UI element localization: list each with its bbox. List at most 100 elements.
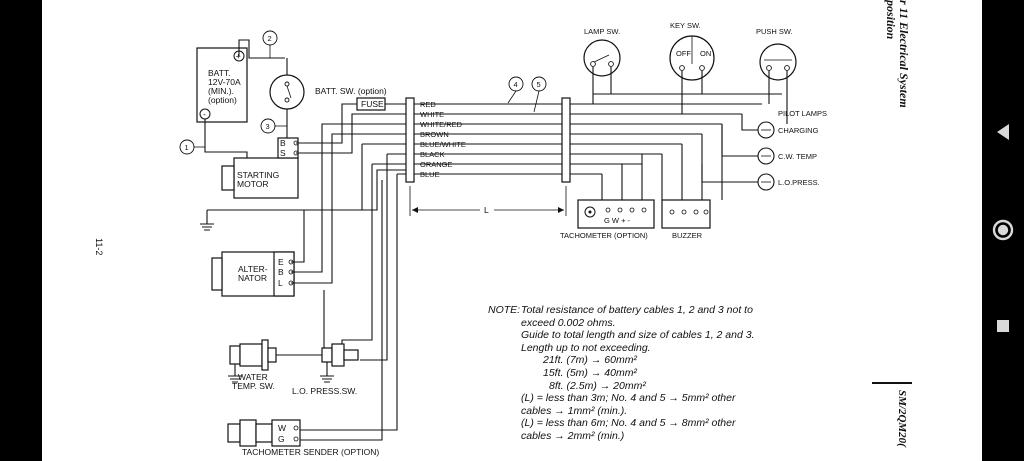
svg-text:G W + -: G W + -: [604, 216, 631, 225]
wire-label: ORANGE: [420, 160, 453, 169]
back-button[interactable]: [989, 118, 1017, 146]
starting-motor-label: MOTOR: [237, 179, 268, 189]
note-line: (L) = less than 3m; No. 4 and 5 → 5mm² o…: [521, 392, 736, 405]
page-number: 11-2: [94, 238, 104, 256]
svg-text:L.O. PRESS.SW.: L.O. PRESS.SW.: [292, 386, 357, 396]
harness-wires: [385, 103, 762, 175]
svg-text:PUSH SW.: PUSH SW.: [756, 27, 793, 36]
note-line: 21ft. (7m) → 60mm²: [543, 354, 637, 367]
length-dimension: L: [409, 186, 567, 216]
side-manual-code: SM/2QM20(: [896, 390, 908, 447]
home-button[interactable]: [989, 216, 1017, 244]
connector-left: [405, 97, 415, 183]
side-divider: [872, 382, 912, 384]
svg-text:1: 1: [185, 143, 189, 152]
pilot-lamps-title: PILOT LAMPS: [778, 109, 827, 118]
alternator-label: NATOR: [238, 273, 267, 283]
tachometer-label: TACHOMETER (OPTION): [560, 231, 648, 240]
back-icon: [997, 124, 1009, 140]
svg-text:LAMP SW.: LAMP SW.: [584, 27, 620, 36]
svg-text:L: L: [484, 205, 489, 215]
wire-label: RED: [420, 100, 436, 109]
battery-label-line: (MIN.).: [208, 86, 234, 96]
note-line: exceed 0.002 ohms.: [521, 316, 616, 329]
starting-motor-label: STARTING: [237, 170, 279, 180]
note-line: Total resistance of battery cables 1, 2 …: [521, 304, 753, 316]
battery-label-line: BATT.: [208, 68, 231, 78]
note-line: 15ft. (5m) → 40mm²: [543, 366, 637, 379]
svg-text:ON: ON: [700, 49, 711, 58]
callout-1: 1: [179, 139, 205, 155]
wire-label: BLUE/WHITE: [420, 140, 466, 149]
alternator-label: ALTER-: [238, 264, 268, 274]
svg-text:KEY SW.: KEY SW.: [670, 21, 701, 30]
note-line: Guide to total length and size of cables…: [521, 329, 755, 342]
svg-text:C.W. TEMP: C.W. TEMP: [778, 152, 817, 161]
water-temp-switch: WATER TEMP. SW.: [228, 339, 277, 391]
lamp-switch: LAMP SW.: [583, 27, 642, 104]
svg-text:3: 3: [266, 122, 270, 131]
note-head: NOTE:: [488, 304, 521, 316]
svg-text:CHARGING: CHARGING: [778, 126, 819, 135]
svg-text:5: 5: [537, 80, 541, 89]
side-chapter-title: r 11 Electrical System position: [884, 0, 911, 108]
svg-text:FUSE: FUSE: [361, 99, 384, 109]
tachometer: G W + - TACHOMETER (OPTION): [560, 199, 655, 240]
push-switch: PUSH SW.: [756, 27, 797, 124]
svg-text:W: W: [278, 423, 286, 433]
callout-5: 5: [531, 76, 547, 113]
battery-label-line: 12V-70A: [208, 77, 241, 87]
callout-2: 2: [262, 30, 278, 58]
tachometer-sender-label: TACHOMETER SENDER (OPTION): [242, 447, 379, 457]
manual-page: + - BATT. 12V-70A (MIN.). (option) 1 2 3…: [42, 0, 982, 461]
note-line: 8ft. (2.5m) → 20mm²: [549, 379, 646, 392]
navigation-bar: [982, 0, 1024, 461]
key-switch: KEY SW. OFF ON: [669, 21, 715, 114]
note-line: Length up to not exceeding.: [521, 341, 651, 354]
lo-press-switch: L.O. PRESS.SW.: [292, 343, 359, 396]
battery-plus: +: [236, 51, 241, 61]
alternator: ALTER- NATOR E B L: [211, 251, 295, 297]
pilot-lamp-charging: CHARGING: [757, 121, 819, 139]
starter-terminal-s: S: [280, 148, 286, 158]
ground-symbol: [200, 210, 214, 231]
wire-label: BROWN: [420, 130, 449, 139]
starter-terminal-b: B: [280, 138, 286, 148]
buzzer-label: BUZZER: [672, 231, 703, 240]
battery-switch-label: BATT. SW. (option): [315, 86, 387, 96]
battery-minus: -: [203, 109, 206, 119]
note-line: cables → 1mm² (min.).: [521, 404, 628, 417]
svg-text:L.O.PRESS.: L.O.PRESS.: [778, 178, 820, 187]
pilot-lamp-lo-press: L.O.PRESS.: [757, 173, 820, 191]
wire-label: BLACK: [420, 150, 445, 159]
alternator-terminal-l: L: [278, 278, 283, 288]
svg-text:OFF: OFF: [676, 49, 691, 58]
note-line: (L) = less than 6m; No. 4 and 5 → 8mm² o…: [521, 417, 736, 430]
note-line: cables → 2mm² (min.): [521, 429, 625, 442]
svg-text:TEMP. SW.: TEMP. SW.: [232, 381, 275, 391]
svg-text:G: G: [278, 434, 285, 444]
svg-text:4: 4: [514, 80, 518, 89]
home-icon: [992, 219, 1014, 241]
callout-3: 3: [260, 118, 287, 134]
tachometer-sender: W G TACHOMETER SENDER (OPTION): [227, 419, 379, 457]
wiring-diagram: + - BATT. 12V-70A (MIN.). (option) 1 2 3…: [179, 21, 827, 457]
fuse: FUSE: [356, 97, 386, 111]
callout-4: 4: [507, 76, 524, 104]
connector-right: [561, 97, 571, 183]
wire-label: WHITE/RED: [420, 120, 463, 129]
recents-button[interactable]: [989, 312, 1017, 340]
wire-labels: RED WHITE WHITE/RED BROWN BLUE/WHITE BLA…: [420, 100, 466, 179]
wire-label: BLUE: [420, 170, 440, 179]
wire-label: WHITE: [420, 110, 444, 119]
battery: + - BATT. 12V-70A (MIN.). (option): [196, 47, 248, 123]
recents-icon: [997, 320, 1009, 332]
alternator-terminal-e: E: [278, 257, 284, 267]
buzzer: BUZZER: [661, 199, 711, 240]
battery-label-line: (option): [208, 95, 237, 105]
svg-text:WATER: WATER: [238, 372, 268, 382]
alternator-terminal-b: B: [278, 267, 284, 277]
svg-text:2: 2: [268, 34, 272, 43]
pilot-lamp-cw-temp: C.W. TEMP: [757, 147, 817, 165]
starting-motor: STARTING MOTOR B S: [221, 137, 299, 199]
